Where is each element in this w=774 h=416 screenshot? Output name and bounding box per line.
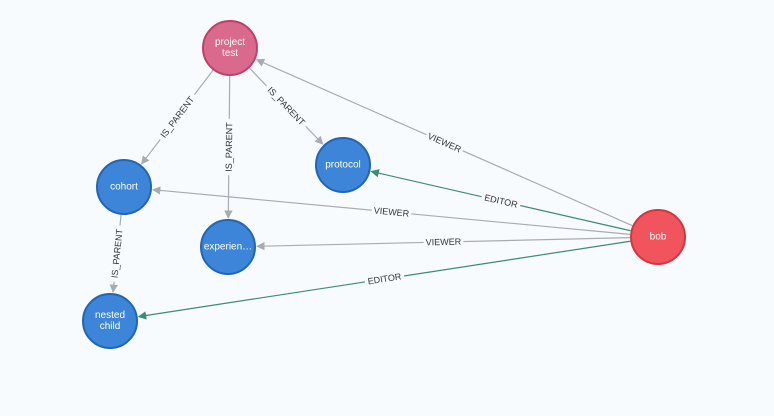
edge-label-bg — [371, 204, 412, 220]
node-circle[interactable] — [202, 20, 258, 76]
edge-label: VIEWER — [373, 205, 410, 218]
node-circle[interactable] — [315, 137, 371, 193]
node-label: cohort — [110, 182, 138, 193]
node-label: nested — [95, 310, 125, 321]
edge-label: VIEWER — [426, 237, 462, 248]
node-experiment[interactable]: experien… — [200, 219, 256, 275]
edge-label-bg — [423, 235, 464, 249]
node-cohort[interactable]: cohort — [96, 159, 152, 215]
node-label: test — [222, 48, 238, 59]
edge-label-bg — [155, 91, 200, 144]
node-circle[interactable] — [96, 159, 152, 215]
node-circle[interactable] — [200, 219, 256, 275]
edge-label: IS_PARENT — [158, 94, 196, 140]
edge-label: IS_PARENT — [224, 122, 235, 172]
node-label: child — [100, 321, 121, 332]
edge-label-bg — [364, 269, 405, 288]
edge-project-cohort[interactable]: IS_PARENT — [141, 69, 214, 165]
edge-project-protocol[interactable]: IS_PARENT — [249, 67, 324, 145]
edge-project-experiment[interactable]: IS_PARENT — [222, 75, 236, 219]
node-protocol[interactable]: protocol — [315, 137, 371, 193]
edge-label-bg — [262, 81, 311, 131]
edge-label-bg — [480, 190, 522, 212]
node-label: experien… — [204, 242, 252, 253]
edge-bob-cohort[interactable]: VIEWER — [152, 186, 631, 235]
edge-label: IS_PARENT — [265, 85, 307, 128]
node-bob[interactable]: bob — [630, 209, 686, 265]
edge-bob-nested[interactable]: EDITOR — [137, 240, 631, 320]
node-circle[interactable] — [82, 293, 138, 349]
node-label: protocol — [325, 160, 361, 171]
edge-cohort-nested[interactable]: IS_PARENT — [108, 214, 126, 293]
edges-layer: IS_PARENT IS_PARENT IS_PARENT IS_PARENT VIEW… — [108, 58, 633, 320]
edge-label-bg — [423, 129, 465, 157]
node-label: project — [215, 37, 245, 48]
node-circle[interactable] — [630, 209, 686, 265]
edge-label-bg — [222, 118, 236, 176]
edge-bob-experiment[interactable]: VIEWER — [256, 235, 631, 251]
edge-bob-project[interactable]: VIEWER — [255, 58, 633, 227]
edge-label-bg — [108, 224, 126, 283]
node-label: bob — [650, 232, 667, 243]
